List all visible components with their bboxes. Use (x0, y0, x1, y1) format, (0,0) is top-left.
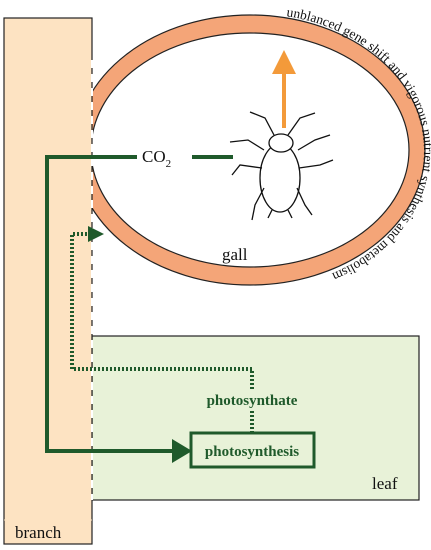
photosynthate-label-bg (195, 390, 310, 410)
photosynthesis-label: photosynthesis (205, 444, 299, 460)
orange-arrow-head (272, 50, 296, 74)
co2-flow-arrow (45, 155, 233, 451)
branch-label: branch (15, 523, 62, 542)
photosynthesis-box (189, 431, 316, 469)
leaf-region (91, 335, 420, 501)
leaf-label: leaf (372, 474, 398, 493)
gall-label: gall (222, 245, 248, 264)
gall-interior (90, 32, 410, 268)
co2-label: CO2 (142, 147, 171, 170)
photosynthate-flow-arrow (70, 232, 254, 433)
photosynthate-arrow-head (88, 226, 104, 242)
aphid-icon (229, 111, 334, 221)
photosynthate-label: photosynthate (207, 393, 298, 409)
